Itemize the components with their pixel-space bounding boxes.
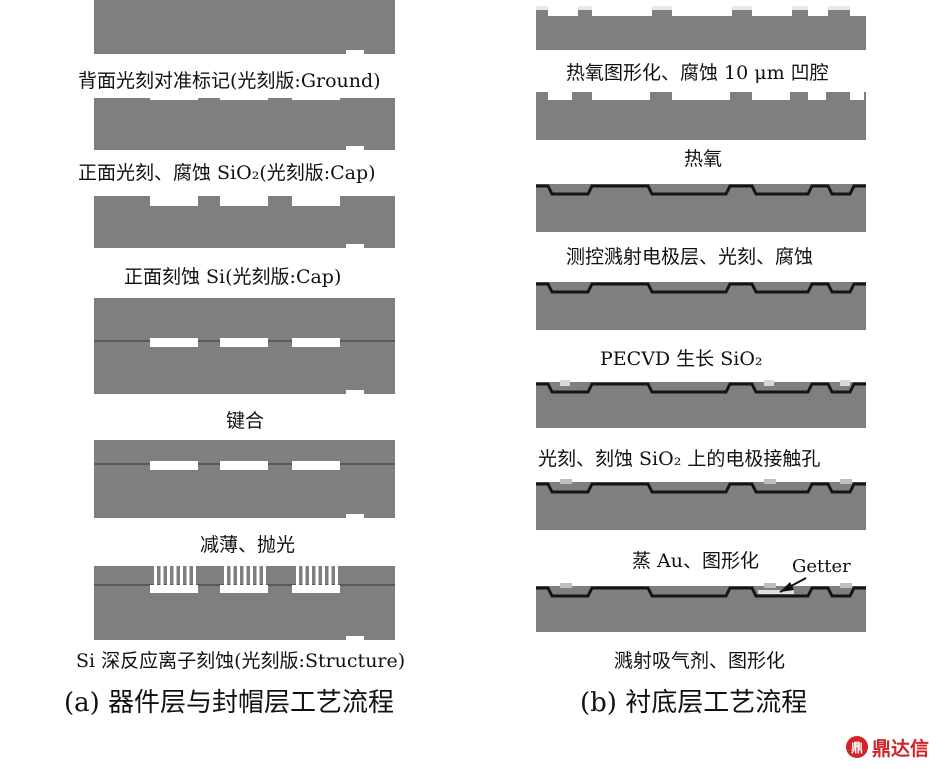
right-step-2-recess-5	[808, 92, 826, 100]
right-step-3-electrode-layer	[536, 184, 866, 196]
left-step-2-oxide-opening-3	[292, 97, 340, 100]
right-step-1-recess-5	[808, 6, 828, 16]
right-step-7-au-pad-3	[840, 583, 852, 588]
right-step-5-substrate	[536, 382, 866, 428]
left-step-6-comb-2-finger-5	[250, 566, 253, 586]
left-step-6-comb-1-finger-4	[173, 566, 177, 586]
left-step-6-cavity-2	[220, 585, 268, 593]
right-step-2-recess-1	[548, 92, 572, 100]
left-step-5-cavity-2	[220, 461, 268, 470]
left-step-3-cavity-1	[150, 196, 198, 206]
speech-bubble-logo-icon: 鼎	[846, 736, 868, 758]
right-step-5-contact-hole-1	[560, 380, 570, 386]
left-step-6-comb-1-finger-6	[186, 566, 190, 586]
left-step-4-cavity-3	[292, 338, 340, 347]
right-step-6-electrode-layer	[536, 482, 866, 494]
left-step-6-comb-3-finger-1	[296, 566, 299, 586]
left-step-6-comb-2-finger-6	[256, 566, 260, 586]
right-step-4-electrode-layer	[536, 282, 866, 294]
left-step-6-alignment-mark	[346, 636, 364, 641]
left-step-3-alignment-mark	[346, 244, 364, 249]
right-step-1-label: 热氧图形化、腐蚀 10 μm 凹腔	[566, 62, 829, 84]
left-column-caption: (a) 器件层与封帽层工艺流程	[64, 688, 395, 718]
left-step-2-label: 正面光刻、腐蚀 SiO₂(光刻版:Cap)	[78, 162, 376, 184]
right-step-1-recess-4	[752, 6, 792, 16]
right-step-4-label: PECVD 生长 SiO₂	[600, 348, 763, 370]
left-step-6-comb-2-finger-4	[243, 566, 247, 586]
right-step-7-substrate	[536, 586, 866, 632]
right-step-1-recess-2	[592, 6, 652, 16]
left-step-6-comb-3-finger-7	[335, 566, 338, 586]
left-step-3-cavity-2	[220, 196, 268, 206]
right-step-7-au-pad-1	[560, 583, 572, 588]
right-step-6-label: 蒸 Au、图形化	[632, 550, 759, 572]
right-step-5-electrode-layer	[536, 382, 866, 394]
getter-callout-label: Getter	[792, 556, 851, 577]
left-step-2-oxide-opening-2	[220, 97, 268, 100]
left-step-5-alignment-mark	[346, 514, 364, 519]
right-step-5-label: 光刻、刻蚀 SiO₂ 上的电极接触孔	[538, 448, 821, 470]
left-step-6-comb-3-finger-6	[328, 566, 332, 586]
left-step-2-wafer	[94, 98, 395, 150]
right-step-4-substrate	[536, 282, 866, 330]
left-step-2-oxide-opening-1	[150, 97, 198, 100]
right-step-2-recess-4	[752, 92, 790, 100]
right-step-6-au-pad-1	[560, 479, 572, 484]
right-step-1-recess-6	[850, 6, 866, 16]
left-step-6-comb-3-finger-3	[309, 566, 312, 586]
left-step-6-comb-1-finger-1	[154, 566, 157, 586]
left-step-6-comb-3-finger-2	[302, 566, 306, 586]
right-step-3-label: 测控溅射电极层、光刻、腐蚀	[566, 246, 814, 268]
right-step-7-label: 溅射吸气剂、图形化	[614, 650, 786, 672]
left-step-6-comb-1-finger-7	[193, 566, 196, 586]
getter-arrow-head	[780, 582, 794, 592]
right-step-7-au-pad-2	[764, 583, 776, 588]
right-step-6-au-pad-3	[840, 479, 852, 484]
left-step-6-comb-1-finger-5	[180, 566, 183, 586]
left-step-5-cavity-1	[150, 461, 198, 470]
left-step-6-comb-3-finger-4	[315, 566, 319, 586]
left-step-5-thinned-stack	[94, 440, 395, 518]
left-step-4-cavity-2	[220, 338, 268, 347]
left-step-6-comb-2-finger-2	[230, 566, 234, 586]
left-step-6-label: Si 深反应离子刻蚀(光刻版:Structure)	[76, 650, 406, 672]
left-step-4-cavity-1	[150, 338, 198, 347]
left-step-4-label: 键合	[226, 410, 265, 432]
right-step-2-recess-3	[672, 92, 730, 100]
watermark-logo: 鼎 鼎达信	[846, 734, 929, 760]
left-step-4-alignment-mark	[346, 390, 364, 395]
right-step-7-electrode-layer	[536, 586, 866, 598]
left-step-2-alignment-mark	[346, 146, 364, 151]
right-step-3-substrate	[536, 184, 866, 232]
left-step-6-comb-3-finger-5	[322, 566, 325, 586]
right-step-5-contact-hole-2	[764, 380, 774, 386]
right-step-2-recess-2	[592, 92, 650, 100]
left-step-6-comb-2-finger-3	[237, 566, 240, 586]
left-step-6-cavity-1	[150, 585, 198, 593]
left-step-1-wafer	[94, 0, 395, 54]
right-step-2-label: 热氧	[684, 148, 723, 170]
right-step-6-substrate	[536, 482, 866, 530]
left-step-6-comb-1-finger-3	[167, 566, 170, 586]
left-step-1-label: 背面光刻对准标记(光刻版:Ground)	[78, 70, 381, 92]
right-step-7-getter-film	[758, 590, 794, 594]
left-step-3-cavity-3	[292, 196, 340, 206]
right-step-1-recess-1	[548, 6, 578, 16]
left-step-6-cavity-3	[292, 585, 340, 593]
left-step-6-comb-2-finger-7	[263, 566, 266, 586]
left-step-5-cavity-3	[292, 461, 340, 470]
right-step-1-recess-3	[672, 6, 732, 16]
left-step-6-comb-2-finger-1	[224, 566, 227, 586]
right-step-6-au-pad-2	[764, 479, 776, 484]
left-step-1-alignment-mark	[346, 50, 364, 55]
right-step-5-contact-hole-3	[840, 380, 850, 386]
left-step-3-label: 正面刻蚀 Si(光刻版:Cap)	[124, 266, 342, 288]
left-step-5-label: 减薄、抛光	[200, 534, 296, 556]
left-step-6-comb-1-finger-2	[160, 566, 164, 586]
right-step-2-recess-6	[850, 92, 864, 100]
right-column-caption: (b) 衬底层工艺流程	[580, 688, 808, 718]
watermark-text: 鼎达信	[872, 737, 930, 760]
